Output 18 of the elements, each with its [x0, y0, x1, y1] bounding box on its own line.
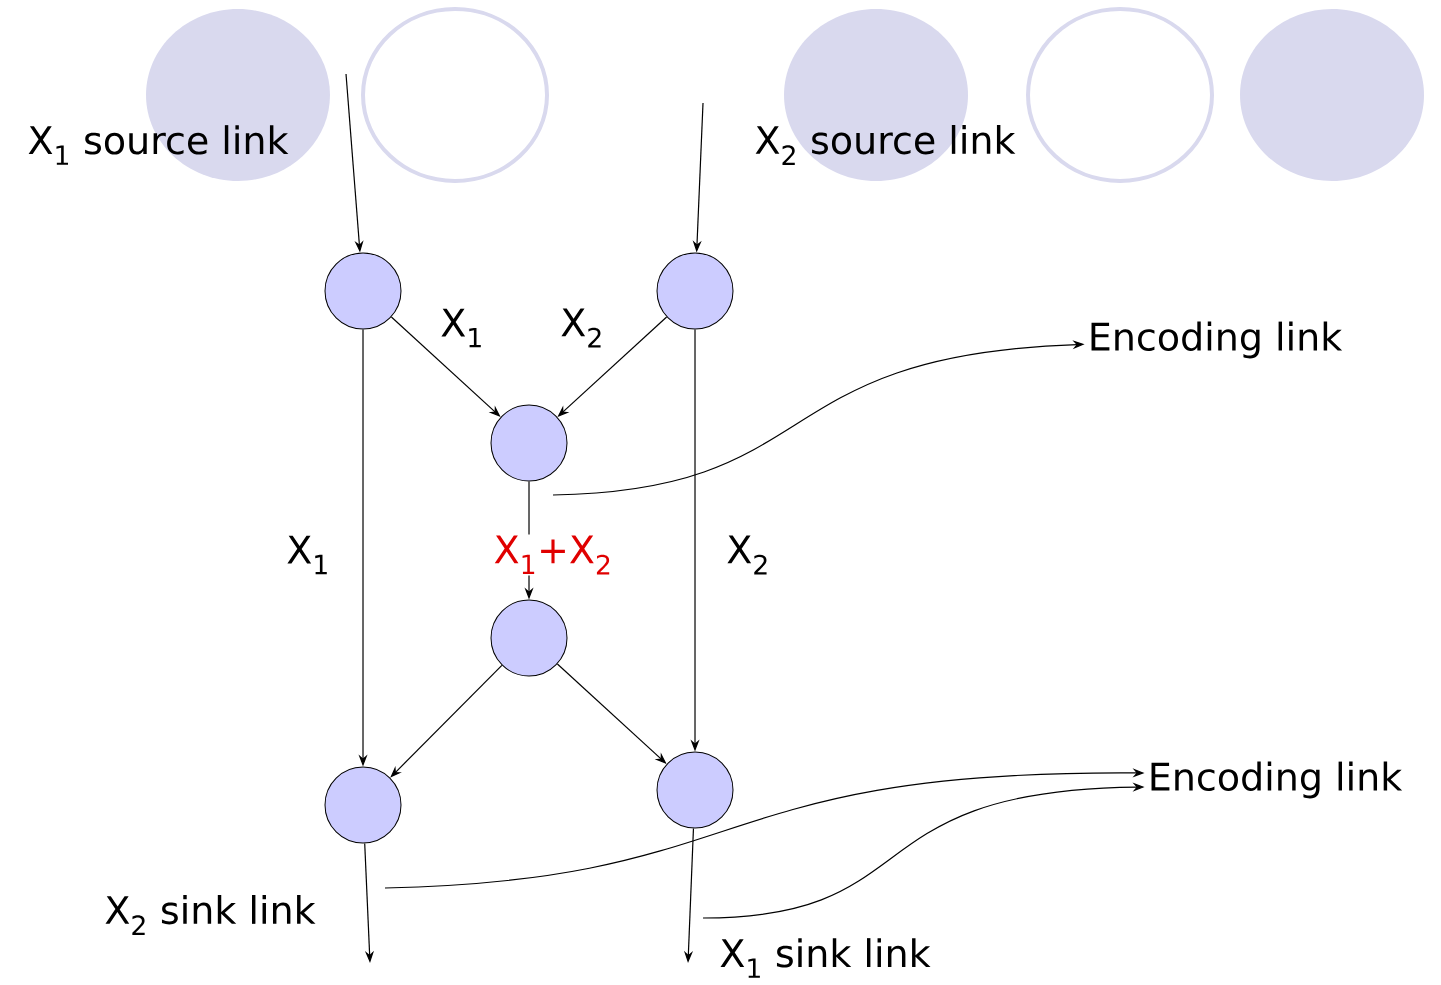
link-label: Encoding link	[1151, 761, 1403, 799]
edge-label: X$_{2}$	[559, 307, 605, 349]
link-label: X$_{2}$ sink link	[105, 894, 316, 935]
link-label: X$_{1}$ sink link	[720, 938, 931, 978]
network-node	[324, 252, 402, 330]
edge-label: X$_{1}$+X$_{2}$	[492, 534, 614, 576]
link-label: X$_{1}$ source link	[28, 125, 289, 165]
link-label: Encoding link	[1091, 321, 1343, 359]
edge-label: X$_{1}$	[285, 534, 331, 576]
network-node	[490, 599, 568, 677]
edge-label: X$_{2}$	[725, 534, 771, 576]
network-node	[490, 404, 568, 482]
network-node	[656, 751, 734, 829]
link-label: X$_{2}$ source link	[755, 125, 1016, 165]
network-node	[324, 766, 402, 844]
network-node	[656, 252, 734, 330]
edge-label: X$_{1}$	[439, 307, 485, 349]
arrow	[390, 664, 503, 778]
